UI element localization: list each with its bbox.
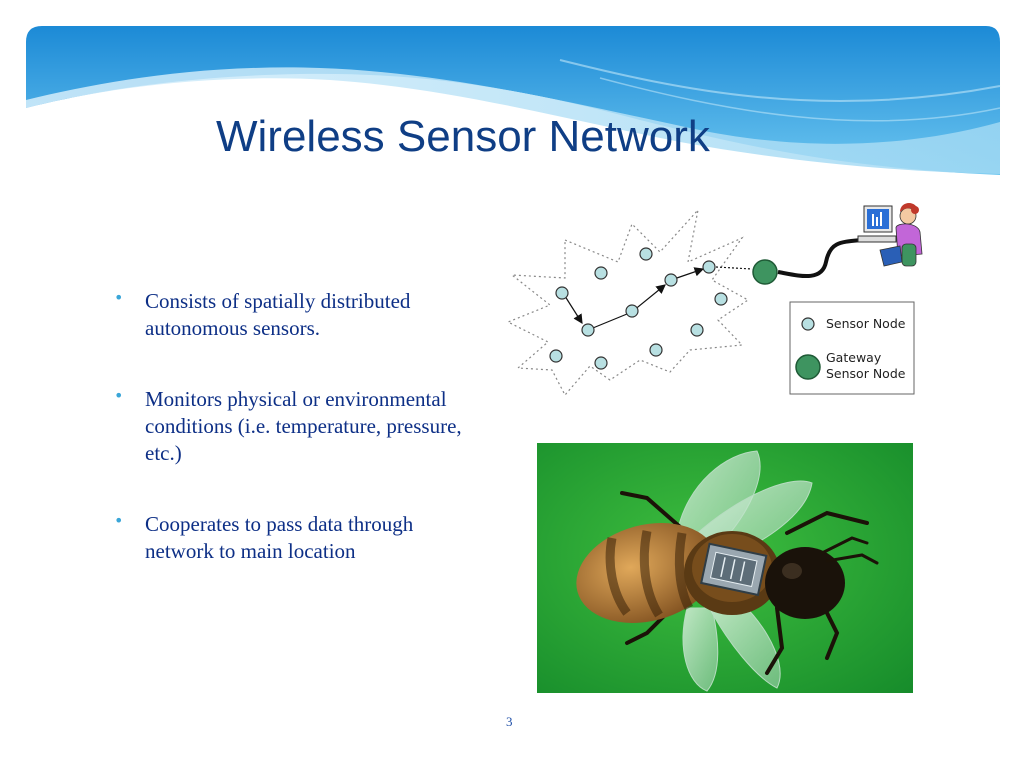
sensor-node [702, 260, 716, 274]
sensor-node [549, 349, 563, 363]
bullet-item: • Consists of spatially distributed auto… [112, 288, 472, 342]
legend-gateway-node-icon [795, 354, 821, 380]
legend-sensor-node-icon [801, 317, 815, 331]
sensor-node [581, 323, 595, 337]
sensor-node [594, 266, 608, 280]
legend-sensor-node-label: Sensor Node [826, 316, 906, 331]
legend-gateway-label-line1: Gateway [826, 350, 882, 365]
diagram-legend: Sensor Node Gateway Sensor Node [789, 301, 915, 395]
legend-gateway-label-line2: Sensor Node [826, 366, 906, 381]
bee-with-sensor-chip-photo [537, 443, 913, 693]
bullet-item: • Cooperates to pass data through networ… [112, 511, 472, 565]
sensor-node [594, 356, 608, 370]
sensor-chip [700, 542, 768, 597]
sensor-network-diagram: Sensor Node Gateway Sensor Node [506, 203, 923, 397]
sensor-node [625, 304, 639, 318]
sensor-node [639, 247, 653, 261]
sensor-node [555, 286, 569, 300]
sensor-node [664, 273, 678, 287]
bullet-text: Cooperates to pass data through network … [145, 512, 414, 563]
sensor-node [690, 323, 704, 337]
network-boundary [506, 208, 750, 397]
slide-title: Wireless Sensor Network [216, 112, 710, 161]
sensor-node [649, 343, 663, 357]
bullet-icon: • [114, 288, 124, 307]
bullet-icon: • [114, 386, 124, 405]
bullet-text: Consists of spatially distributed autono… [145, 289, 411, 340]
header-wave-banner [26, 26, 1001, 175]
sensor-nodes [549, 247, 728, 370]
sensor-node [714, 292, 728, 306]
bullet-icon: • [114, 511, 124, 530]
bullet-text: Monitors physical or environmental condi… [145, 387, 462, 465]
bullet-item: • Monitors physical or environmental con… [112, 386, 472, 467]
gateway-cable [777, 238, 863, 279]
user-at-computer-icon [857, 203, 923, 267]
page-number: 3 [506, 714, 513, 729]
bullet-list: • Consists of spatially distributed auto… [112, 288, 472, 609]
gateway-node [752, 259, 778, 285]
